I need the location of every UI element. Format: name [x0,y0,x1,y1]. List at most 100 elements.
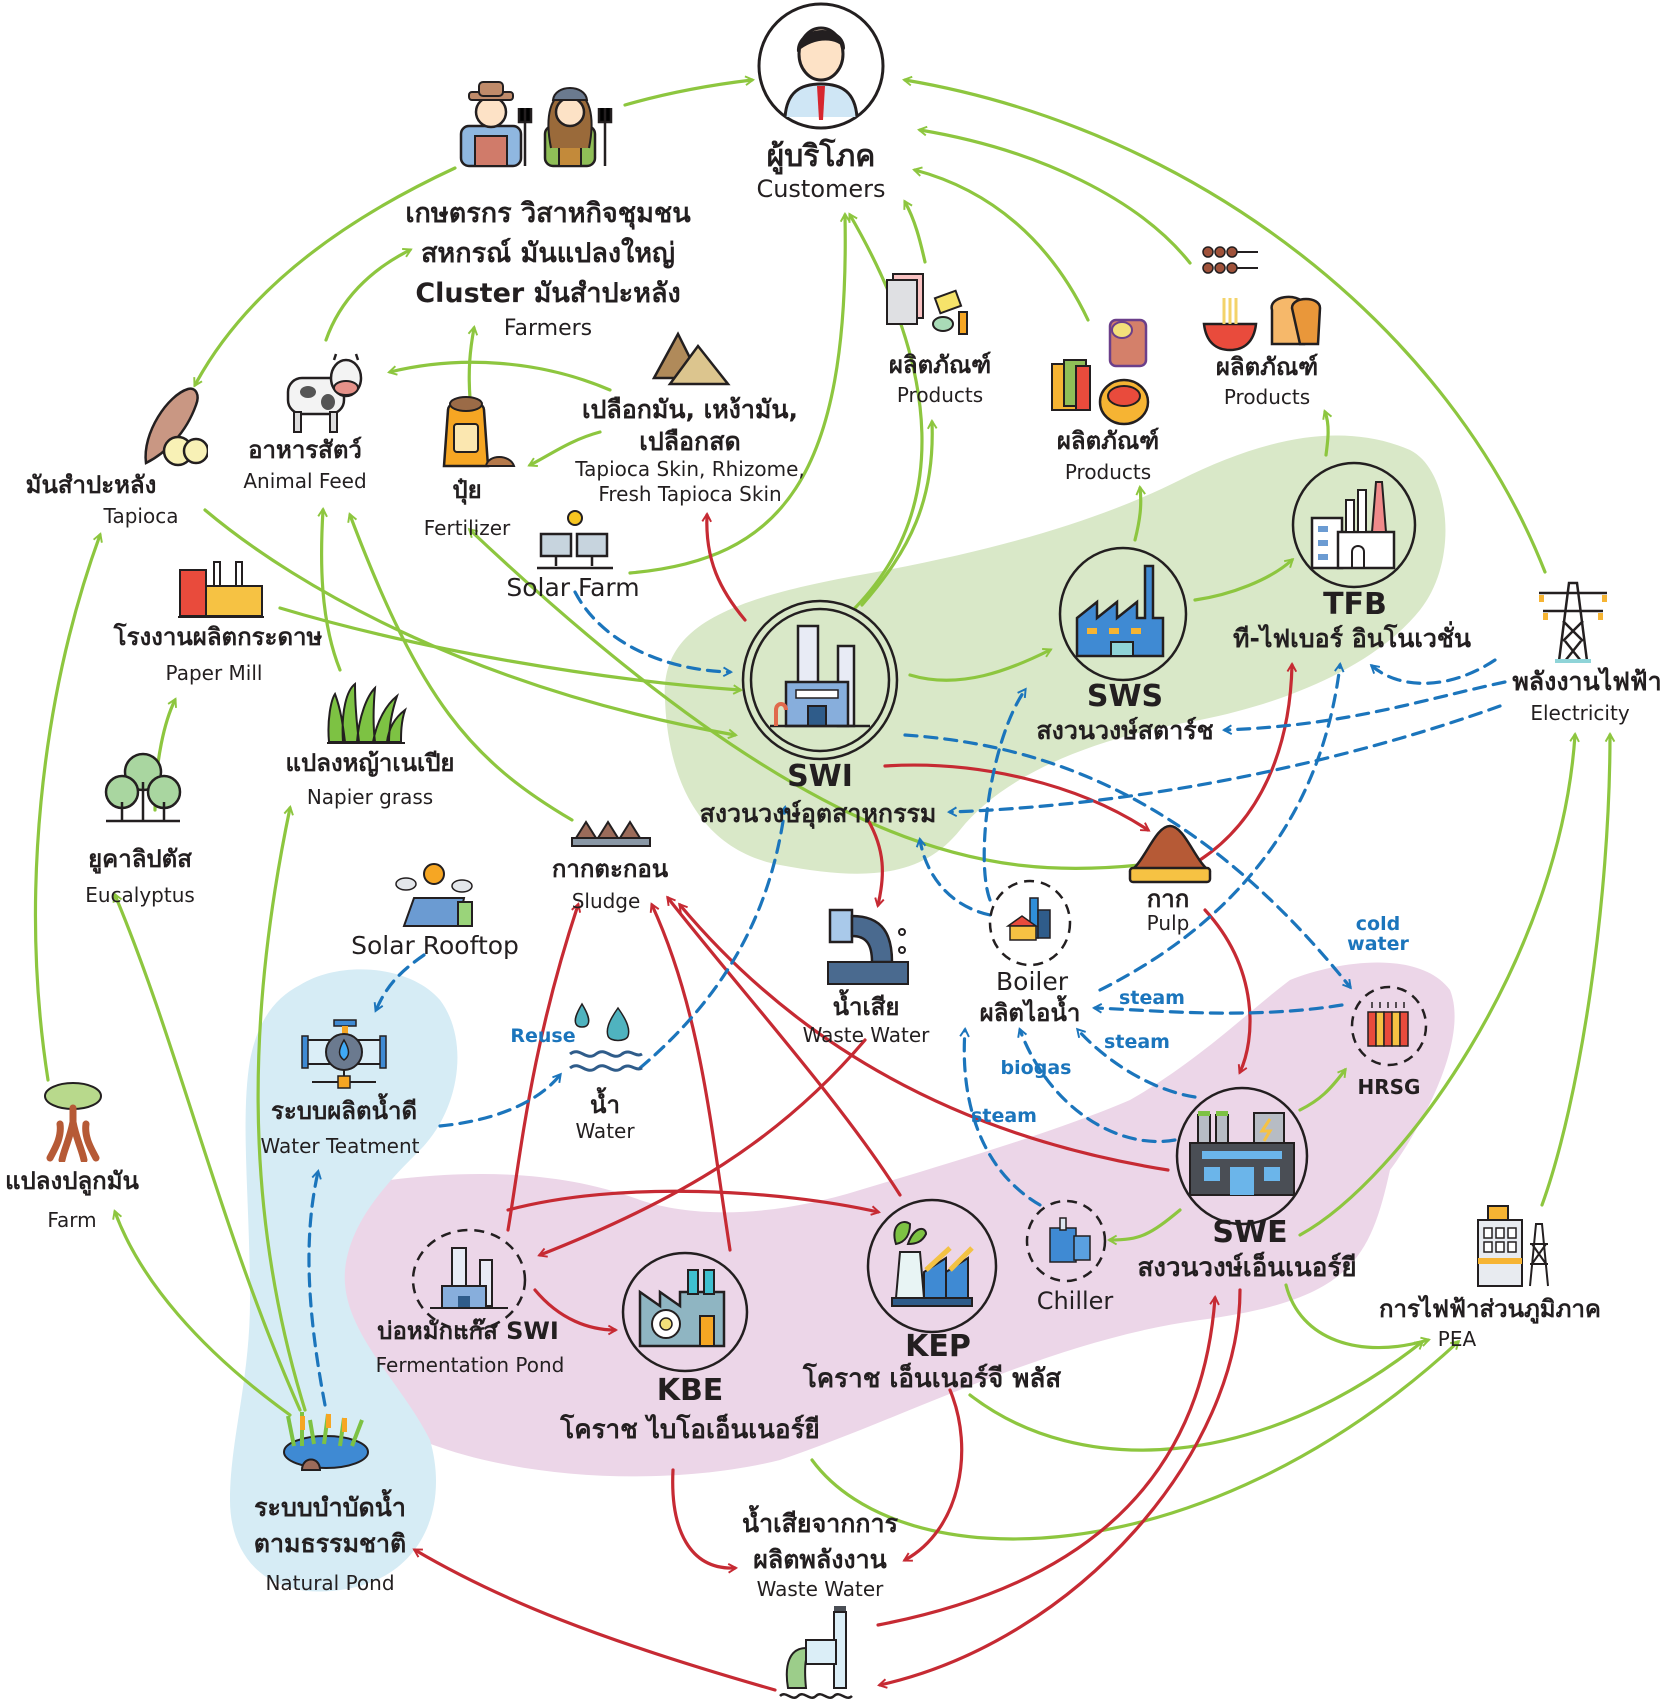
water-drops-icon [568,1000,644,1082]
flow-arrow-water-to-swi [638,804,790,1070]
sludge-label-th: กากตะกอน [551,855,669,883]
tapioca-skin-label-en-2: Fresh Tapioca Skin [598,482,782,506]
zone-blue-water-group [230,969,458,1592]
sludge-label-en: Sludge [571,889,641,913]
pulp-pile-icon [1126,822,1214,886]
solar-rooftop-icon [394,858,476,930]
farmers-label-th-3: Cluster มันสำปะหลัง [415,278,681,309]
flow-arrow-products-2-to-customers [912,166,1090,322]
pulp-label-th: กาก [1146,885,1190,913]
chiller-label: Chiller [1036,1287,1114,1315]
flow-arrow-pulp-to-fertilizer-route [467,527,1142,871]
customers-label-th: ผู้บริโภค [766,139,876,174]
fermentation-plant-icon [410,1228,528,1332]
flow-arrow-natural-pond-to-eucalyptus [112,892,302,1412]
outfall-pipe-icon [778,1604,862,1704]
flow-arrow-farm-to-tapioca [33,532,103,1082]
paper-mill-icon [178,558,264,618]
solar-farm-icon [535,508,615,572]
kbe-code: KBE [656,1373,724,1408]
flow-arrow-swe-to-sludge [678,902,1170,1172]
flow-arrow-boiler-to-sws [982,687,1027,902]
paper-mill-label-en: Paper Mill [165,661,263,685]
natural-pond-label-th-1: ระบบบำบัดน้ำ [254,1493,406,1522]
edge-label-cold-water-2: water [1347,933,1409,955]
flow-arrow-electricity-to-tfb [1369,658,1497,685]
flow-arrow-sws-to-tfb [1193,557,1295,602]
electricity-label-th: พลังงานไฟฟ้า [1512,667,1661,696]
natural-pond-label-th-2: ตามธรรมชาติ [253,1529,407,1558]
grass-icon [325,680,407,744]
napier-label-th: แปลงหญ้าเนเปีย [285,749,455,777]
flow-arrow-swe-to-electricity [1298,731,1580,1237]
customer-person-icon [755,2,887,130]
flow-arrow-napier-to-animal-feed [317,506,342,672]
waste-water-2-label-th-2: ผลิตพลังงาน [753,1545,887,1574]
sludge-icon [570,818,652,848]
flow-arrow-tfb-to-products-3 [1322,409,1333,457]
chiller-icon [1024,1198,1108,1284]
zone-green-swi-group [664,435,1446,874]
flow-arrow-solar-farm-to-swi [573,590,734,678]
flow-arrow-swi-to-tapioca-skin [701,511,747,622]
flow-arrow-kbe-to-pea [810,1339,1461,1541]
electricity-label-en: Electricity [1530,701,1630,725]
flow-arrow-waste-water-2-to-swe [876,1294,1220,1627]
paper-candy-icon [885,272,971,338]
swe-label-th: สงวนวงษ์เอ็นเนอร์ยี [1137,1253,1357,1283]
flow-arrow-tapioca-skin-to-fertilizer [527,430,602,467]
power-tower-icon [1535,575,1611,663]
green-energy-plant-icon [866,1198,998,1334]
tapioca-skin-label-th-2: เปลือกสด [639,427,741,456]
flow-arrow-water-treatment-to-water [438,1072,562,1128]
flow-arrow-swi-to-waste-water [866,818,885,908]
flow-arrow-paper-mill-to-swi [278,606,744,695]
trees-icon [100,752,186,824]
flow-arrow-sws-to-products-2 [1133,484,1146,542]
edge-label-steam-3: steam [971,1105,1037,1127]
water-treatment-label-th: ระบบผลิตน้ำดี [270,1097,418,1125]
flow-arrow-waste-water-2-to-natural-pond [412,1548,777,1692]
edge-label-steam-1: steam [1119,987,1185,1009]
natural-pond-label-en: Natural Pond [265,1571,395,1595]
fertilizer-label-en: Fertilizer [423,516,511,540]
flow-arrow-kbe-to-waste-water-2 [671,1468,739,1574]
products-1-label-en: Products [896,383,984,407]
flow-arrow-products-1-to-customers [903,199,927,264]
water-valve-icon [298,1018,390,1094]
flow-arrow-boiler-to-tfb [1098,661,1345,992]
swe-code: SWE [1212,1215,1288,1250]
paper-roll-bowl-icon [1048,318,1160,428]
flow-arrow-kep-to-pea [968,1340,1425,1452]
flow-arrow-kep-to-sludge [666,895,902,1197]
flow-arrow-fermentation-to-kep [506,1189,881,1216]
sws-label-th: สงวนวงษ์สตาร์ช [1036,716,1214,745]
flow-arrow-boiler-to-swi [915,837,992,917]
sws-code: SWS [1086,679,1164,714]
products-3-label-th: ผลิตภัณฑ์ [1215,353,1319,381]
edge-label-biogas: biogas [1000,1057,1072,1079]
flow-arrow-swi-to-pulp [883,763,1151,832]
waste-water-1-label-en: Waste Water [802,1023,930,1047]
flow-arrow-chiller-to-boiler-steam [959,1026,1042,1207]
flow-arrow-tapioca-to-swi [203,508,738,740]
animal-feed-label-en: Animal Feed [243,469,367,493]
customers-label-en: Customers [756,175,886,203]
edge-label-steam-2: steam [1104,1031,1170,1053]
fertilizer-label-th: ปุ๋ย [452,476,482,504]
flow-arrow-waste-water-to-fermentation [537,1038,867,1258]
solar-farm-label: Solar Farm [506,573,640,602]
industrial-plant-icon [740,598,900,762]
farm-label-th: แปลงปลูกมัน [5,1167,139,1195]
farmers-label-en: Farmers [503,316,593,341]
fermentation-label-en: Fermentation Pond [375,1353,565,1377]
pea-label-en: PEA [1437,1327,1477,1351]
flow-arrow-swe-to-boiler-biogas [1017,1027,1177,1143]
powder-pile-icon [651,330,734,386]
flow-arrow-swe-to-waste-water-2 [877,1288,1242,1689]
swi-code: SWI [787,759,853,794]
flow-arrow-swe-to-boiler-steam [1075,1027,1197,1099]
boiler-icon [986,878,1074,968]
flow-arrow-swi-arc-to-customers [628,211,851,575]
